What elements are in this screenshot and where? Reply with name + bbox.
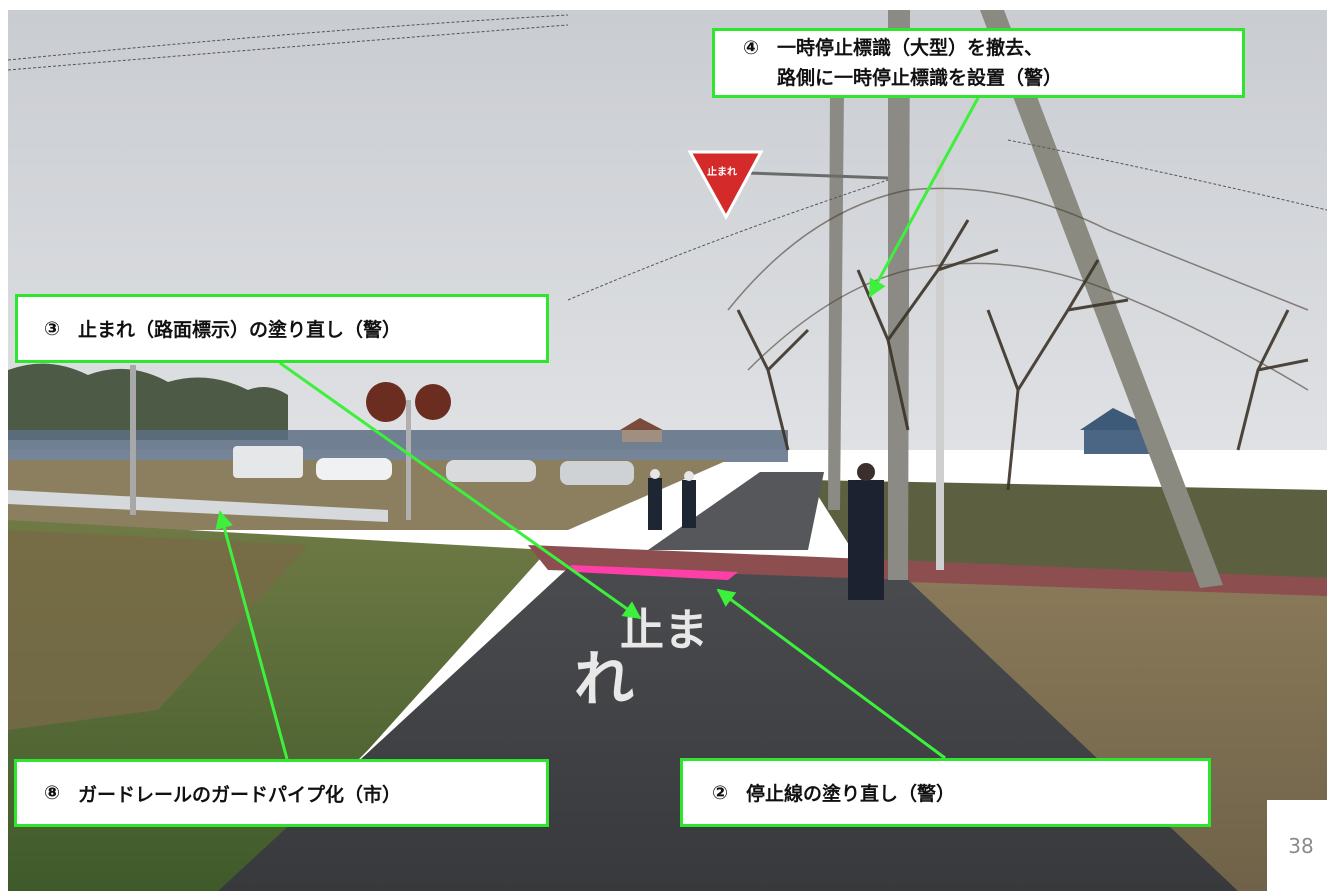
- parked-car-1: [316, 458, 392, 480]
- parked-car-3: [560, 461, 634, 485]
- stop-sign-large: [687, 150, 764, 221]
- callout-text: 停止線の塗り直し（警）: [746, 783, 956, 805]
- field-right: [868, 570, 1327, 891]
- person-1: [648, 478, 662, 530]
- callout-text: ガードレールのガードパイプ化（市）: [78, 783, 402, 806]
- callout-number: ③: [44, 317, 61, 340]
- road-marking-bottom: れ: [574, 645, 634, 715]
- callout-number: ⑧: [44, 782, 61, 804]
- mirror-pole: [406, 400, 411, 520]
- utility-pole-leaning: [980, 10, 1223, 588]
- callout-text-line1: 一時停止標識（大型）を撤去、: [777, 37, 1044, 59]
- crossroad: [528, 545, 1327, 596]
- sign-post: [936, 160, 944, 570]
- curve-mirror-2: [415, 384, 451, 420]
- callout-text: 止まれ（路面標示）の塗り直し（警）: [78, 319, 402, 341]
- callout-guardpipe-conversion: ⑧ ガードレールのガードパイプ化（市）: [14, 759, 549, 827]
- curve-mirror-1: [366, 382, 406, 422]
- light-pole: [130, 365, 136, 515]
- callout-stop-sign-relocation: ④ 一時停止標識（大型）を撤去、 路側に一時停止標識を設置（警）: [712, 28, 1245, 98]
- person-2: [682, 480, 696, 528]
- callout-road-marking-repaint: ③ 止まれ（路面標示）の塗り直し（警）: [15, 294, 549, 363]
- distant-trees-left: [8, 363, 288, 440]
- page-number: 38: [1267, 800, 1335, 891]
- callout-number: ④: [743, 37, 760, 59]
- road-far: [648, 472, 824, 550]
- callout-text-line2: 路側に一時停止標識を設置（警）: [777, 67, 1063, 89]
- distant-fence: [8, 430, 788, 462]
- parked-van: [233, 446, 303, 478]
- stop-sign-text: 止まれ: [707, 165, 737, 178]
- person-3: [848, 480, 884, 600]
- callout-stop-line-repaint: ② 停止線の塗り直し（警）: [680, 758, 1211, 827]
- callout-number: ②: [712, 781, 729, 804]
- parked-car-2: [446, 460, 536, 482]
